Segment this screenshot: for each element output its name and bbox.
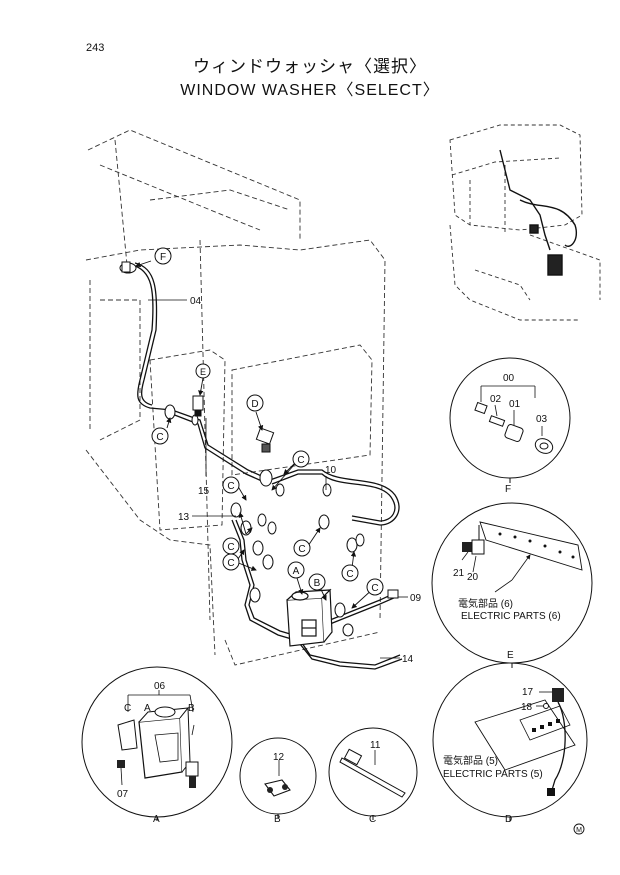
note-electric-6-jp: 電気部品 (6) — [458, 597, 513, 610]
circle-label-c: C — [222, 476, 240, 494]
washer-tank — [286, 588, 333, 647]
circle-label-c: C — [366, 578, 384, 596]
detail-e-caption: E — [507, 650, 514, 661]
callout-13: 13 — [178, 512, 190, 523]
detail-c-caption: C — [369, 814, 376, 825]
corner-mark: M — [573, 823, 585, 835]
svg-text:C: C — [371, 583, 378, 594]
circle-label-c: C — [292, 450, 310, 468]
svg-text:C: C — [227, 481, 234, 492]
callout-10: 10 — [325, 465, 337, 476]
circle-label-c: C — [151, 427, 169, 445]
svg-text:A: A — [293, 566, 300, 577]
title-english: WINDOW WASHER〈SELECT〉 — [180, 82, 440, 99]
callout-03: 03 — [536, 414, 548, 425]
detail-a-caption: A — [153, 814, 160, 825]
callout-04: 04 — [190, 296, 202, 307]
note-electric-6-en: ELECTRIC PARTS (6) — [461, 611, 561, 622]
svg-text:C: C — [346, 569, 353, 580]
detail-a-label-b: B — [188, 703, 195, 714]
callout-20: 20 — [467, 572, 479, 583]
detail-b — [239, 737, 317, 818]
connector-d — [255, 427, 275, 453]
circle-label-a: A — [287, 561, 305, 579]
detail-c — [328, 727, 418, 820]
circle-label-c: C — [222, 537, 240, 555]
connector-e — [192, 395, 204, 417]
cab-harness-detail — [499, 149, 577, 276]
svg-text:C: C — [156, 432, 163, 443]
callout-09: 09 — [410, 593, 422, 604]
svg-text:C: C — [297, 455, 304, 466]
callout-lines — [148, 299, 408, 659]
hose-clamps — [164, 404, 399, 637]
detail-e — [431, 502, 593, 668]
title-japanese: ウィンドウォッシャ〈選択〉 — [193, 57, 427, 77]
circle-label-b: B — [308, 573, 326, 591]
svg-text:E: E — [200, 367, 206, 377]
detail-f-caption: F — [505, 484, 511, 495]
callout-11: 11 — [370, 740, 381, 751]
svg-text:M: M — [576, 827, 582, 834]
circle-label-f: F — [154, 247, 172, 265]
callout-21: 21 — [453, 568, 465, 579]
note-electric-5-en: ELECTRIC PARTS (5) — [443, 769, 543, 780]
svg-text:C: C — [298, 544, 305, 555]
svg-text:D: D — [251, 399, 258, 410]
circle-label-c: C — [222, 553, 240, 571]
detail-f — [449, 357, 571, 483]
detail-a — [81, 666, 233, 821]
note-electric-5-jp: 電気部品 (5) — [443, 754, 498, 767]
cab-perspective-view — [449, 124, 601, 321]
detail-a-label-a: A — [144, 703, 151, 714]
detail-a-label-c: C — [124, 703, 131, 714]
callout-00: 00 — [503, 373, 515, 384]
svg-text:B: B — [314, 578, 321, 589]
circle-label-c: C — [341, 564, 359, 582]
detail-d-caption: D — [505, 814, 512, 825]
callout-01: 01 — [509, 399, 521, 410]
circle-label-e: E — [195, 363, 211, 379]
callout-18: 18 — [521, 702, 533, 713]
callout-14: 14 — [402, 654, 414, 665]
callout-07: 07 — [117, 789, 129, 800]
svg-text:C: C — [227, 558, 234, 569]
leader-lines — [135, 260, 376, 609]
callout-06: 06 — [154, 681, 166, 692]
callout-17: 17 — [522, 687, 534, 698]
detail-b-caption: B — [274, 814, 281, 825]
cab-outline — [85, 129, 386, 666]
svg-text:C: C — [227, 542, 234, 553]
callout-12: 12 — [273, 752, 285, 763]
detail-d — [432, 662, 588, 821]
circle-label-d: D — [246, 394, 264, 412]
svg-text:F: F — [160, 252, 166, 263]
page-number: 243 — [86, 42, 105, 54]
nozzle — [119, 261, 137, 274]
circle-label-c: C — [293, 539, 311, 557]
callout-15: 15 — [198, 486, 210, 497]
callout-02: 02 — [490, 394, 502, 405]
washer-hose — [131, 262, 403, 670]
